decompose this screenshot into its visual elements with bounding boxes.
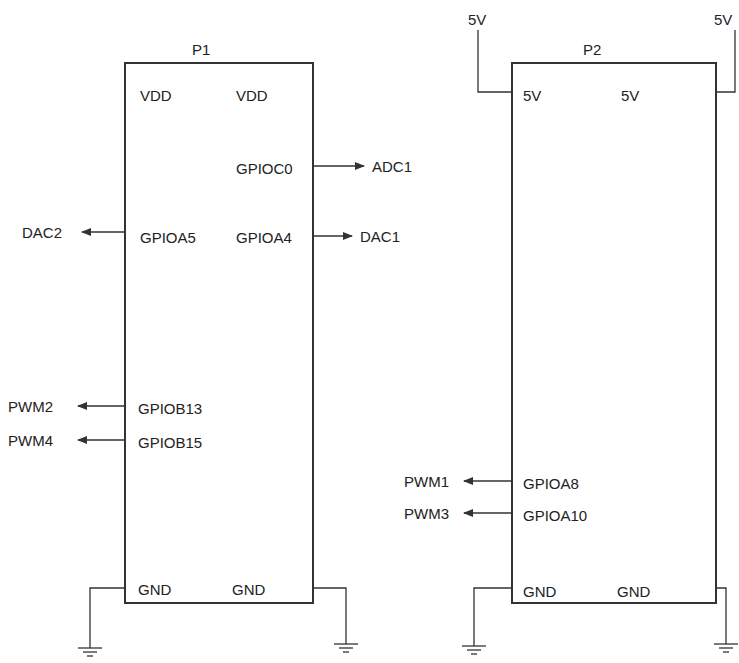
pin-name: VDD [140, 88, 172, 103]
signal-name: DAC1 [360, 229, 400, 244]
signal-name: PWM4 [8, 433, 53, 448]
signal-name: PWM1 [404, 474, 449, 489]
pin-name: GPIOB15 [138, 435, 202, 450]
pin-name: GPIOB13 [138, 401, 202, 416]
part-name: P1 [192, 42, 210, 57]
signal-name: PWM2 [8, 399, 53, 414]
signal-name: PWM3 [404, 506, 449, 521]
pin-name: GPIOA8 [523, 476, 579, 491]
pin-name: GND [138, 582, 171, 597]
pin-name: VDD [236, 88, 268, 103]
connector-header: P25V5VGPIOA8GPIOA10GNDGND [511, 62, 717, 604]
supply-label: 5V [714, 12, 732, 27]
signal-name: DAC2 [22, 225, 62, 240]
pin-name: GND [232, 582, 265, 597]
pin-name: GND [617, 584, 650, 599]
pin-name: GPIOC0 [236, 161, 293, 176]
pin-name: GPIOA5 [140, 230, 196, 245]
pin-name: GND [523, 584, 556, 599]
supply-label: 5V [468, 12, 486, 27]
pin-name: GPIOA10 [523, 508, 587, 523]
pin-name: GPIOA4 [236, 230, 292, 245]
pin-name: 5V [621, 88, 639, 103]
part-name: P2 [583, 42, 601, 57]
pin-name: 5V [523, 88, 541, 103]
connector-header: P1VDDVDDGPIOC0GPIOA5GPIOA4GPIOB13GPIOB15… [124, 62, 314, 604]
signal-name: ADC1 [372, 159, 412, 174]
